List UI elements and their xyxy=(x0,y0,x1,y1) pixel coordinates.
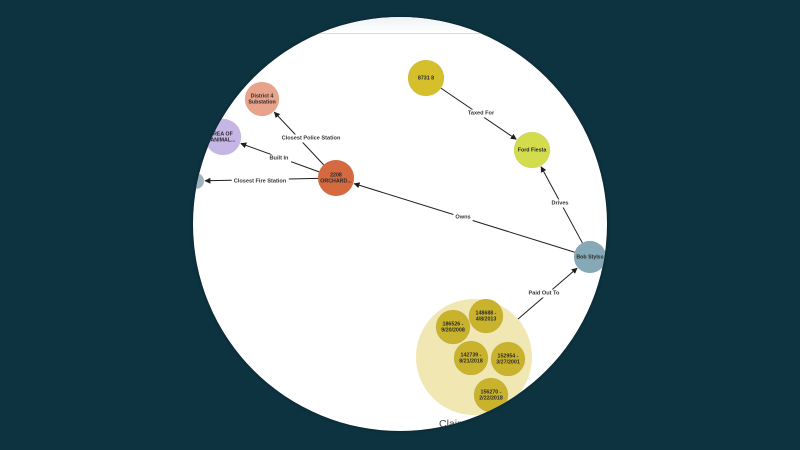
edge-label-bg xyxy=(465,109,497,118)
node-label: 9/20/2008 xyxy=(441,328,465,334)
node-label: Bob Stylss xyxy=(576,254,603,260)
node-circle xyxy=(513,131,551,169)
node-label: REA OF xyxy=(213,131,234,137)
node-bob[interactable]: Bob Stylss xyxy=(573,240,607,274)
node-area[interactable]: REA OFANIMAL... xyxy=(204,118,242,156)
node-label: 186526 - xyxy=(443,321,464,327)
node-label: 148688 - xyxy=(476,310,497,316)
node-label: 156270 - xyxy=(481,389,502,395)
node-circle xyxy=(435,309,471,345)
node-claim4[interactable]: 152954 -3/27/2001 xyxy=(490,341,526,377)
edge-label-bg xyxy=(279,134,343,143)
node-circle xyxy=(407,59,445,97)
edge-label-built-in: Built In xyxy=(270,155,290,161)
node-label: 3/27/2001 xyxy=(496,360,520,366)
edge-label-taxed-for: Taxed For xyxy=(468,110,495,116)
node-label: 2208 xyxy=(330,172,342,178)
node-claim1[interactable]: 186526 -9/20/2008 xyxy=(435,309,471,345)
node-label: Ford Fiesta xyxy=(518,147,547,153)
node-circle xyxy=(204,118,242,156)
node-label: 152954 - xyxy=(498,353,519,359)
edge-label-bg xyxy=(453,213,473,222)
node-circle xyxy=(573,240,607,274)
node-circle xyxy=(453,340,489,376)
node-plate[interactable]: 8731 8 xyxy=(407,59,445,97)
node-circle xyxy=(490,341,526,377)
edge-label-paid-out-to: Paid Out To xyxy=(529,290,561,296)
node-label: 2/22/2018 xyxy=(479,396,503,402)
node-claim2[interactable]: 148688 -4/8/2013 xyxy=(468,298,504,334)
node-label: District 4 xyxy=(251,93,274,99)
node-address[interactable]: 2208ORCHARD... xyxy=(317,159,355,197)
node-fire-station[interactable] xyxy=(193,173,204,189)
edge-label-drives: Drives xyxy=(551,200,568,206)
node-circle xyxy=(468,298,504,334)
node-label: 8/21/2018 xyxy=(459,359,483,365)
edge-label-closest-fire-station: Closest Fire Station xyxy=(234,178,287,184)
edge-label-closest-police-station: Closest Police Station xyxy=(282,135,341,141)
node-claim3[interactable]: 142739 -8/21/2018 xyxy=(453,340,489,376)
node-label: 4/8/2013 xyxy=(476,317,497,323)
edge-label-bg xyxy=(526,289,563,298)
node-circle xyxy=(317,159,355,197)
node-label: Substation xyxy=(248,100,275,106)
node-label: 8731 8 xyxy=(418,75,434,81)
node-label: ANIMAL... xyxy=(210,138,236,144)
node-circle xyxy=(244,81,280,117)
edge-label-bg xyxy=(267,154,292,163)
edge-label-bg xyxy=(549,199,571,208)
edge-label-owns: Owns xyxy=(455,214,470,220)
node-label: ORCHARD... xyxy=(320,179,352,185)
node-ford[interactable]: Ford Fiesta xyxy=(513,131,551,169)
node-label: 142739 - xyxy=(461,352,482,358)
edge-label-bg xyxy=(231,177,289,186)
toolbar-strip xyxy=(193,17,607,34)
node-circle xyxy=(473,377,509,413)
node-claim5[interactable]: 156270 -2/22/2018 xyxy=(473,377,509,413)
claims-group-label: Claims P xyxy=(439,418,481,430)
